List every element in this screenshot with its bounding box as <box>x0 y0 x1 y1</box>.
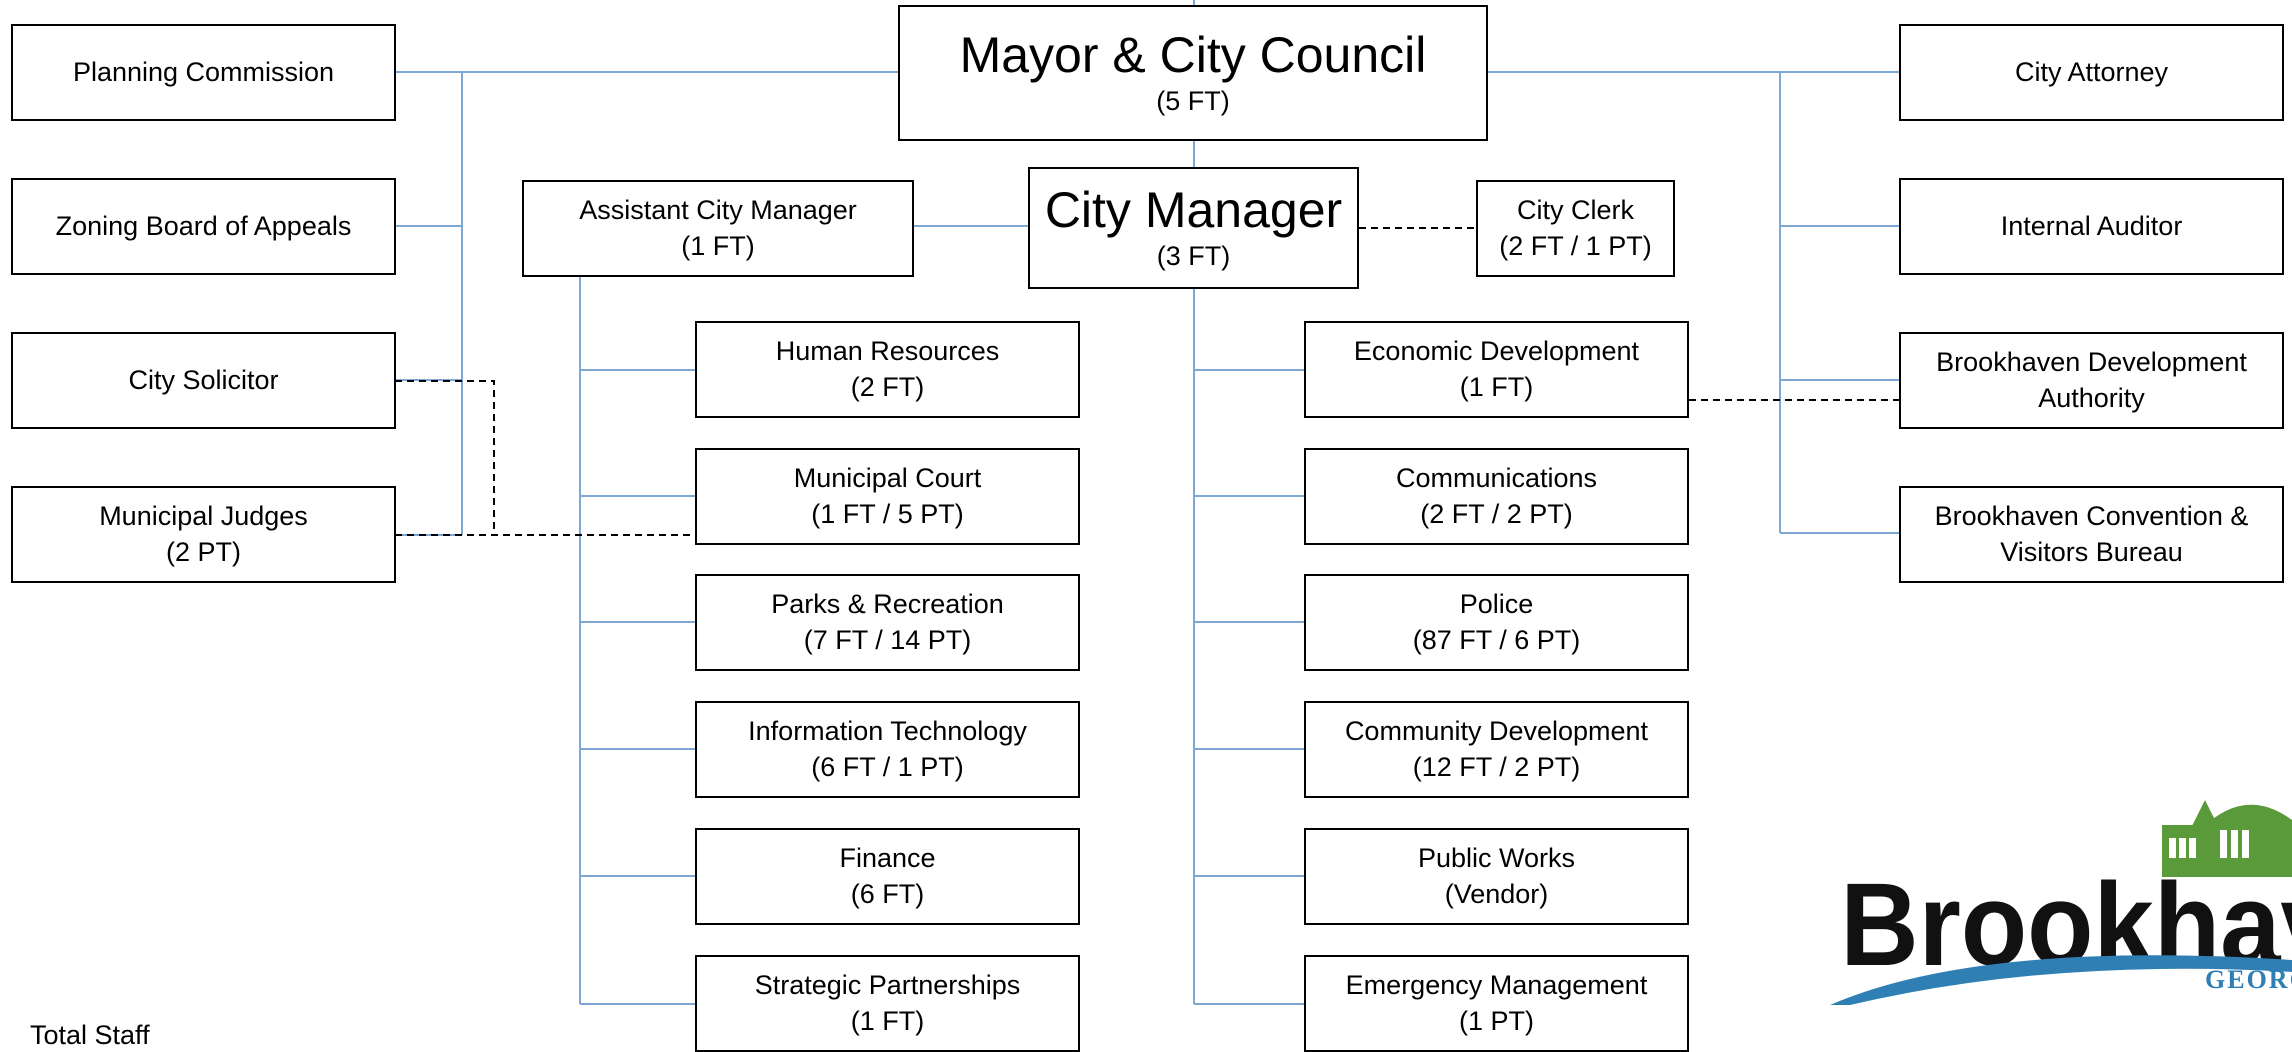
box-staff: (1 FT) <box>850 1005 925 1036</box>
strategic-partnerships-box: Strategic Partnerships (1 FT) <box>695 955 1080 1052</box>
box-staff: (7 FT / 14 PT) <box>803 624 972 655</box>
city-attorney-box: City Attorney <box>1899 24 2284 121</box>
box-title: Brookhaven Convention & <box>1934 501 2249 532</box>
municipal-court-box: Municipal Court (1 FT / 5 PT) <box>695 448 1080 545</box>
finance-box: Finance (6 FT) <box>695 828 1080 925</box>
parks-recreation-box: Parks & Recreation (7 FT / 14 PT) <box>695 574 1080 671</box>
box-title: Zoning Board of Appeals <box>55 210 352 241</box>
box-title: Planning Commission <box>72 56 335 87</box>
economic-development-box: Economic Development (1 FT) <box>1304 321 1689 418</box>
box-staff: (6 FT / 1 PT) <box>811 751 964 782</box>
box-title: Assistant City Manager <box>579 195 857 226</box>
development-authority-box: Brookhaven Development Authority <box>1899 332 2284 429</box>
wave-icon <box>1830 955 2292 1005</box>
box-title: City Attorney <box>2014 56 2169 87</box>
city-clerk-box: City Clerk (2 FT / 1 PT) <box>1476 180 1675 277</box>
box-title: City Clerk <box>1516 195 1634 226</box>
box-title: Brookhaven Development <box>1936 347 2247 378</box>
box-staff: (2 PT) <box>165 536 241 567</box>
box-staff: (Vendor) <box>1444 878 1549 909</box>
brookhaven-logo: Brookhaven GEORGIA <box>1830 800 2292 1005</box>
convention-visitors-bureau-box: Brookhaven Convention & Visitors Bureau <box>1899 486 2284 583</box>
box-title: Mayor & City Council <box>959 26 1427 83</box>
box-title: City Manager <box>1044 181 1343 238</box>
box-title: Emergency Management <box>1345 970 1648 1001</box>
box-title: Finance <box>839 843 936 874</box>
communications-box: Communications (2 FT / 2 PT) <box>1304 448 1689 545</box>
box-title: Municipal Court <box>793 463 982 494</box>
planning-commission-box: Planning Commission <box>11 24 396 121</box>
box-title: Public Works <box>1417 843 1576 874</box>
box-staff: (12 FT / 2 PT) <box>1412 751 1581 782</box>
box-staff: (3 FT) <box>1156 241 1231 272</box>
box-staff: (1 FT) <box>681 230 755 261</box>
box-title: Strategic Partnerships <box>754 970 1021 1001</box>
box-staff: (6 FT) <box>850 878 925 909</box>
public-works-box: Public Works (Vendor) <box>1304 828 1689 925</box>
municipal-judges-box: Municipal Judges (2 PT) <box>11 486 396 583</box>
box-title: Parks & Recreation <box>771 589 1004 620</box>
logo-state: GEORGIA <box>2205 965 2292 994</box>
box-title: Information Technology <box>748 716 1027 747</box>
box-title: Human Resources <box>775 336 1000 367</box>
box-staff: (1 FT) <box>1459 371 1534 402</box>
internal-auditor-box: Internal Auditor <box>1899 178 2284 275</box>
zoning-board-box: Zoning Board of Appeals <box>11 178 396 275</box>
city-manager-box: City Manager (3 FT) <box>1028 167 1359 289</box>
police-box: Police (87 FT / 6 PT) <box>1304 574 1689 671</box>
box-staff: (2 FT) <box>850 371 925 402</box>
box-staff: (2 FT / 1 PT) <box>1499 230 1652 261</box>
box-staff: (5 FT) <box>1156 86 1230 117</box>
box-title: Municipal Judges <box>99 501 308 532</box>
box-staff: (2 FT / 2 PT) <box>1420 498 1573 529</box>
box-staff: (1 FT / 5 PT) <box>811 498 964 529</box>
box-title: Police <box>1459 589 1534 620</box>
box-title-line2: Visitors Bureau <box>2000 536 2183 567</box>
city-solicitor-box: City Solicitor <box>11 332 396 429</box>
box-title: Communications <box>1395 463 1598 494</box>
box-title: Community Development <box>1344 716 1649 747</box>
box-title: Internal Auditor <box>2000 210 2183 241</box>
mayor-city-council-box: Mayor & City Council (5 FT) <box>898 5 1488 141</box>
box-title: Economic Development <box>1353 336 1640 367</box>
total-staff-label: Total Staff <box>30 1020 150 1050</box>
information-technology-box: Information Technology (6 FT / 1 PT) <box>695 701 1080 798</box>
box-staff: (1 PT) <box>1458 1005 1534 1036</box>
box-title-line2: Authority <box>2038 382 2145 413</box>
box-title: City Solicitor <box>128 364 279 395</box>
box-staff: (87 FT / 6 PT) <box>1412 624 1581 655</box>
emergency-management-box: Emergency Management (1 PT) <box>1304 955 1689 1052</box>
community-development-box: Community Development (12 FT / 2 PT) <box>1304 701 1689 798</box>
human-resources-box: Human Resources (2 FT) <box>695 321 1080 418</box>
assistant-city-manager-box: Assistant City Manager (1 FT) <box>522 180 914 277</box>
